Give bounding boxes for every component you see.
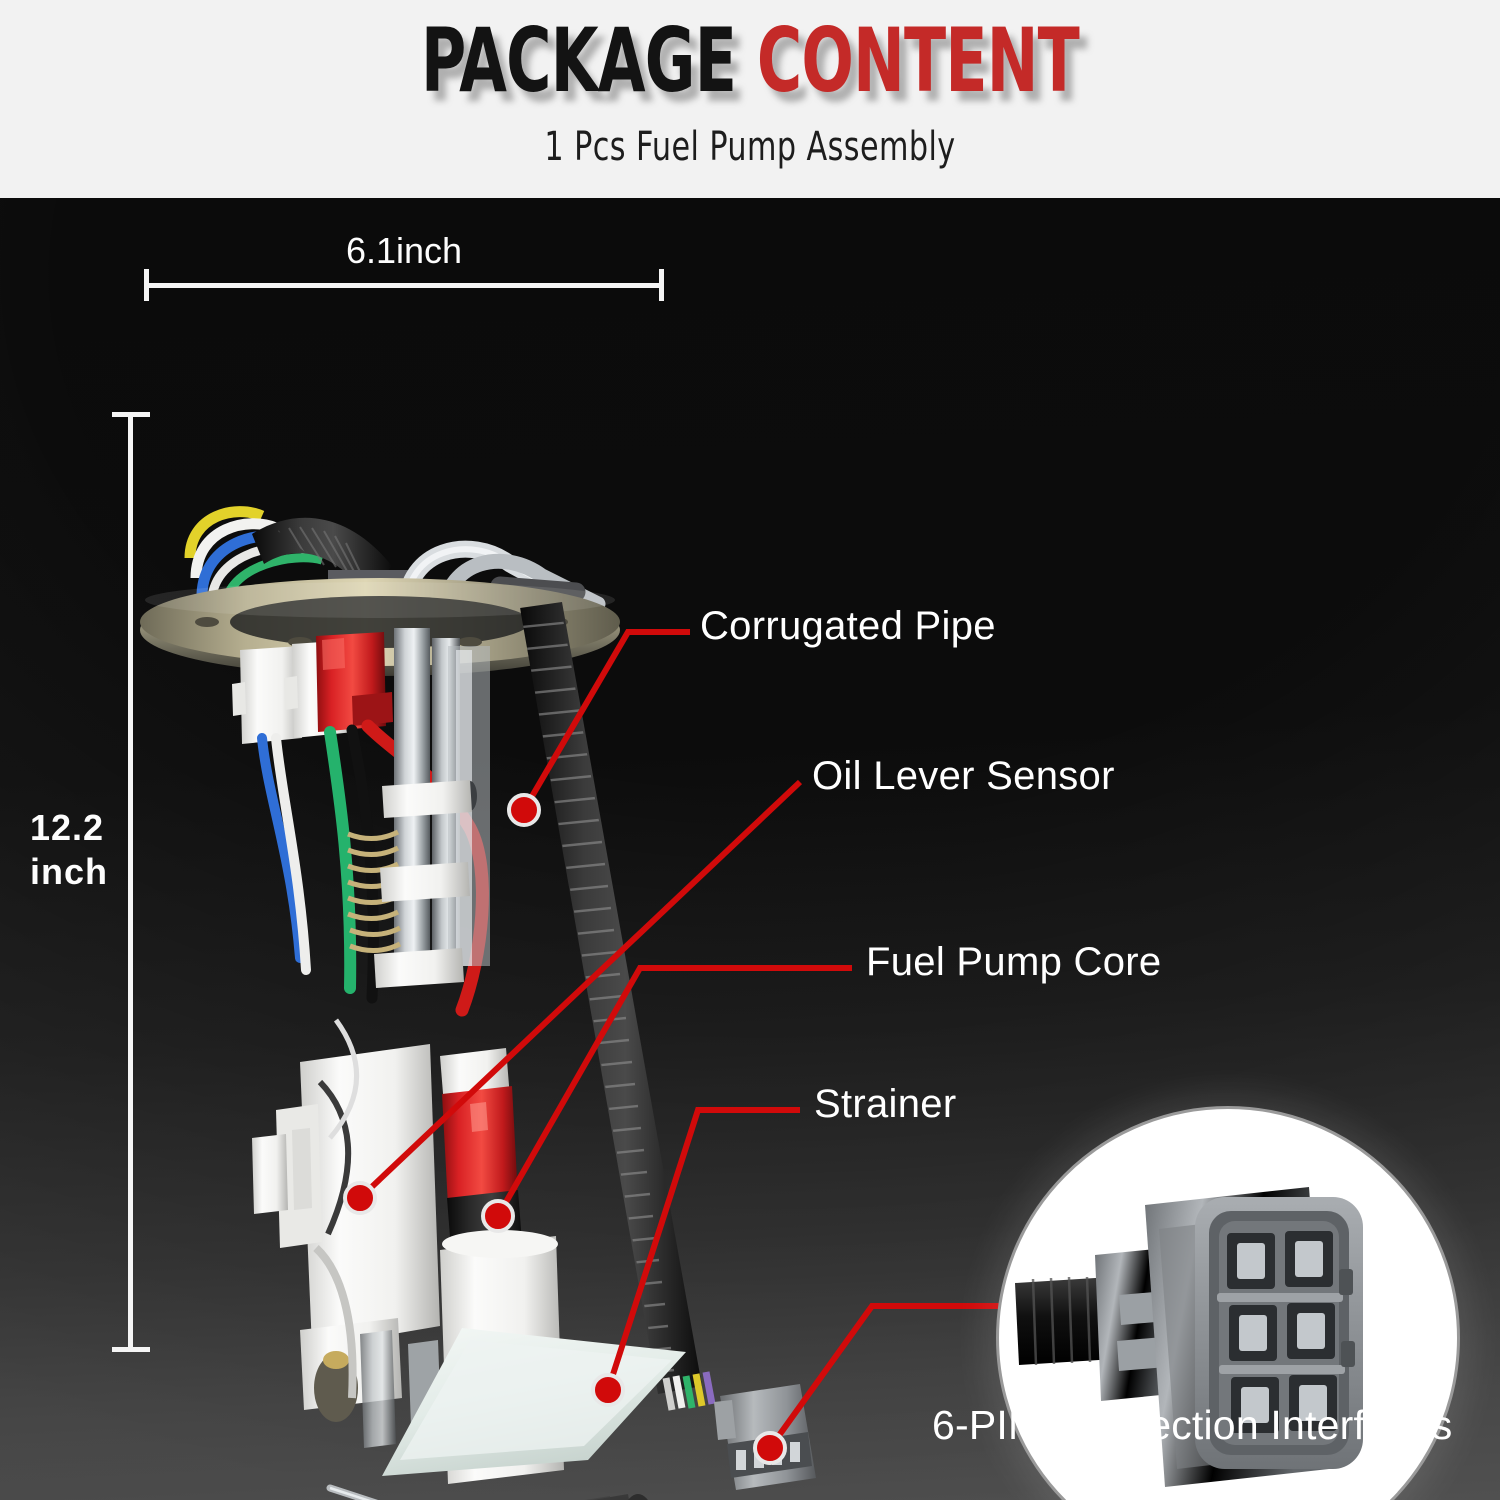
connector-pins: [1227, 1231, 1337, 1433]
page-title: PACKAGE CONTENT: [165, 16, 1335, 106]
top-wire-bundle: [184, 506, 324, 604]
flange-plate: [140, 578, 620, 676]
harness-connector: [714, 1384, 816, 1490]
shaft-clamps: [374, 780, 472, 988]
pump-spring: [347, 829, 402, 953]
leader-dots: [343, 793, 787, 1465]
leader-dot-fuel-pump-core: [481, 1199, 515, 1233]
steel-shafts: [394, 628, 490, 980]
height-dimension-label: 12.2 inch: [30, 807, 109, 892]
float-assembly: [326, 1484, 648, 1500]
corrugated-hose-top: [252, 517, 392, 596]
leader-dot-pin-connector: [753, 1431, 787, 1465]
page-title-black: PACKAGE: [420, 9, 757, 112]
pin-connector-inset: [996, 1106, 1460, 1500]
pin-connector-illustration: [1015, 1187, 1363, 1487]
leader-corrugated-pipe: [521, 629, 690, 812]
white-connectors: [232, 640, 354, 744]
page-subtitle: 1 Pcs Fuel Pump Assembly: [544, 124, 956, 170]
width-dimension-label: 6.1inch: [345, 230, 463, 271]
under-plate-wires: [257, 719, 489, 1017]
leader-fuel-pump-core: [495, 965, 852, 1218]
callout-label-strainer: Strainer: [814, 1082, 957, 1126]
steel-fuel-lines: [397, 540, 606, 620]
product-stage: 6.1inch 12.2 inch Corrugated Pipe Oil Le…: [0, 198, 1500, 1500]
leader-oil-lever-sensor: [357, 779, 803, 1201]
width-dimension-cap-right: [659, 269, 664, 301]
callout-label-oil-lever-sensor: Oil Lever Sensor: [812, 754, 1115, 798]
height-dimension-guide: [112, 412, 150, 1352]
leader-dot-corrugated-pipe: [507, 793, 541, 827]
fuel-strainer: [382, 1328, 686, 1476]
height-dimension-cap-bottom: [112, 1347, 150, 1352]
width-dimension-cap-left: [144, 269, 149, 301]
width-dimension-guide: [144, 269, 664, 301]
callout-label-fuel-pump-core: Fuel Pump Core: [866, 940, 1162, 984]
height-dimension-cap-top: [112, 412, 150, 417]
callout-label-corrugated-pipe: Corrugated Pipe: [700, 604, 996, 648]
leader-dot-strainer: [591, 1373, 625, 1407]
inset-caption: 6-PIN Connection Interfaces: [932, 1402, 1453, 1448]
height-dimension-bar: [128, 412, 133, 1352]
header-band: PACKAGE CONTENT 1 Pcs Fuel Pump Assembly: [0, 0, 1500, 198]
width-dimension-bar: [144, 283, 664, 288]
pigtail-wires: [662, 1371, 716, 1411]
leader-strainer: [605, 1107, 800, 1391]
leader-dot-oil-lever-sensor: [343, 1181, 377, 1215]
page-title-red: CONTENT: [756, 9, 1080, 112]
red-connector: [316, 632, 393, 732]
cable-boot: [1015, 1276, 1115, 1366]
corrugated-pipe: [520, 602, 702, 1394]
fuel-pump-body: [252, 1018, 564, 1484]
